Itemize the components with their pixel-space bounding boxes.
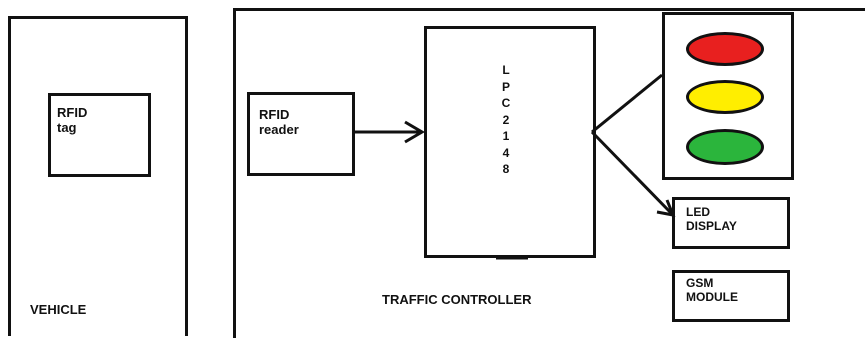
rfid-tag-box	[48, 93, 151, 177]
led-display-arrowhead	[656, 199, 676, 217]
mcu-to-led-display-line	[590, 130, 674, 216]
rfid-reader-line-2: reader	[259, 121, 299, 137]
mcu-letter-1: L	[502, 63, 510, 77]
lpc2148-label: L P C 2 1 4 8	[494, 62, 518, 178]
red-lamp	[686, 32, 764, 66]
reader-to-mcu-arrowhead	[404, 120, 425, 144]
rfid-tag-line-2: tag	[57, 119, 77, 135]
mcu-to-traffic-light-line	[591, 73, 663, 134]
rfid-reader-label: RFID reader	[259, 107, 299, 138]
gsm-module-line-1: GSM	[686, 276, 714, 290]
mcu-letter-6: 4	[502, 145, 510, 160]
connector-lines	[355, 73, 676, 260]
block-diagram: RFID tag VEHICLE RFID reader L P C 2 1 4…	[8, 8, 865, 338]
rfid-tag-line-1: RFID	[57, 105, 88, 120]
rfid-reader-line-1: RFID	[259, 107, 290, 122]
lpc2148-box	[424, 26, 596, 258]
yellow-lamp	[686, 80, 764, 114]
rfid-tag-label: RFID tag	[57, 105, 88, 136]
mcu-letter-7: 8	[502, 162, 510, 176]
mcu-letter-3: C	[501, 96, 511, 110]
mcu-letter-5: 1	[502, 129, 510, 143]
led-display-box	[672, 197, 790, 249]
rfid-reader-box	[247, 92, 355, 176]
gsm-module-label: GSM MODULE	[686, 276, 738, 305]
gsm-module-box	[672, 270, 790, 322]
gsm-module-line-2: MODULE	[686, 289, 738, 304]
led-display-line-2: DISPLAY	[686, 218, 737, 233]
led-display-label: LED DISPLAY	[686, 205, 737, 234]
vehicle-label: VEHICLE	[30, 302, 87, 317]
led-display-line-1: LED	[686, 205, 710, 219]
mcu-letter-2: P	[501, 79, 510, 94]
traffic-controller-label: TRAFFIC CONTROLLER	[382, 292, 532, 307]
green-lamp	[686, 129, 764, 165]
mcu-letter-4: 2	[502, 112, 510, 127]
